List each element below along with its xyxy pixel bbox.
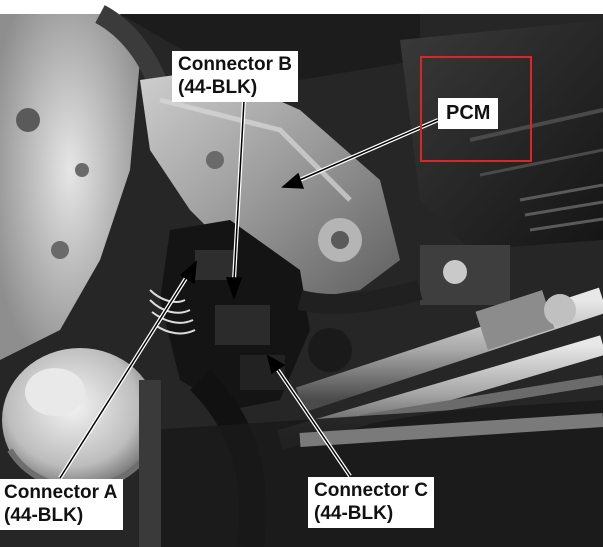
connector-a-code: (44-BLK): [4, 505, 84, 526]
connector-a-name: Connector A: [4, 482, 118, 503]
callout-connector-b: Connector B (44-BLK): [172, 51, 298, 102]
callout-connector-c: Connector C (44-BLK): [308, 477, 434, 528]
connector-b-name: Connector B: [178, 54, 292, 75]
connector-c-code: (44-BLK): [314, 503, 394, 524]
callout-connector-a: Connector A (44-BLK): [0, 479, 124, 530]
callout-pcm: PCM: [438, 98, 499, 129]
connector-c-name: Connector C: [314, 480, 428, 501]
pcm-label: PCM: [446, 102, 491, 124]
connector-b-code: (44-BLK): [178, 77, 258, 98]
pcm-highlight-box: [420, 56, 532, 162]
